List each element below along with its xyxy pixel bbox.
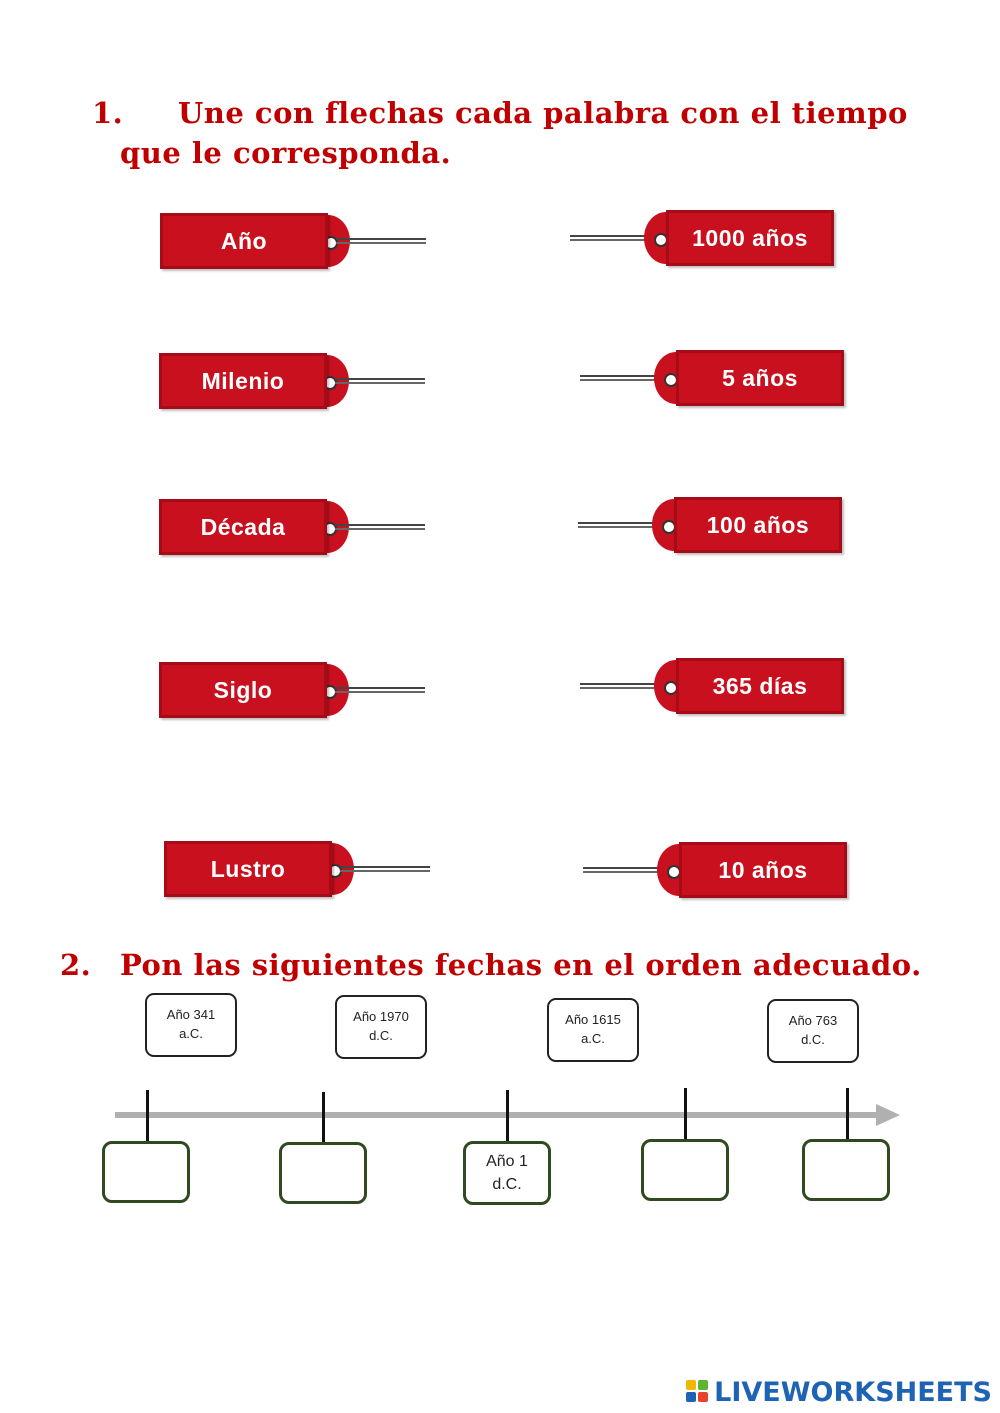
exercise-2-number: 2. — [60, 948, 92, 982]
tag-string — [335, 687, 425, 693]
timeline-tick — [846, 1088, 849, 1140]
date-card[interactable]: Año 1970 d.C. — [335, 995, 427, 1059]
word-tag-label: Año — [160, 213, 328, 269]
date-card-era: d.C. — [801, 1032, 825, 1047]
word-tag-label: Siglo — [159, 662, 327, 718]
date-card[interactable]: Año 341 a.C. — [145, 993, 237, 1057]
timeline-axis — [115, 1112, 880, 1118]
timeline-tick — [506, 1090, 509, 1142]
liveworksheets-logo: LIVEWORKSHEETS — [686, 1376, 992, 1408]
exercise-2-title: 2. Pon las siguientes fechas en el orden … — [60, 948, 922, 982]
exercise-1-title-line2: que le corresponda. — [120, 136, 452, 170]
timeline-tick — [146, 1090, 149, 1142]
date-card[interactable]: Año 763 d.C. — [767, 999, 859, 1063]
date-card-year: Año 1615 — [565, 1012, 621, 1028]
timeline-answer-box[interactable] — [802, 1139, 890, 1201]
timeline-answer-box[interactable] — [641, 1139, 729, 1201]
time-tag-label: 365 días — [676, 658, 844, 714]
timeline-answer-box[interactable] — [279, 1142, 367, 1204]
date-card-era: d.C. — [369, 1028, 393, 1043]
tag-string — [340, 866, 430, 872]
tag-string — [570, 235, 660, 241]
date-card[interactable]: Año 1615 a.C. — [547, 998, 639, 1062]
word-tag-label: Milenio — [159, 353, 327, 409]
time-tag-label: 5 años — [676, 350, 844, 406]
exercise-2-title-text: Pon las siguientes fechas en el orden ad… — [120, 948, 922, 982]
date-card-year: Año 341 — [166, 1007, 216, 1023]
tag-string — [580, 683, 670, 689]
logo-text: LIVEWORKSHEETS — [714, 1376, 992, 1408]
time-tag-label: 10 años — [679, 842, 847, 898]
date-card-era: a.C. — [581, 1031, 605, 1046]
time-tag-label: 1000 años — [666, 210, 834, 266]
word-tag-label: Década — [159, 499, 327, 555]
timeline-answer-box[interactable]: Año 1 d.C. — [463, 1141, 551, 1205]
exercise-1-title-line1: Une con flechas cada palabra con el tiem… — [178, 96, 908, 130]
exercise-1-number: 1. — [92, 96, 124, 130]
timeline-answer-box[interactable] — [102, 1141, 190, 1203]
time-tag-label: 100 años — [674, 497, 842, 553]
date-card-year: Año 763 — [788, 1013, 838, 1029]
word-tag-label: Lustro — [164, 841, 332, 897]
liveworksheets-logo-icon — [686, 1380, 710, 1404]
tag-string — [578, 522, 668, 528]
tag-string — [580, 375, 670, 381]
tag-string — [336, 238, 426, 244]
answer-box-year: Año 1 — [486, 1152, 528, 1170]
tag-string — [335, 378, 425, 384]
timeline-arrow-icon — [876, 1104, 900, 1126]
exercise-1-title: 1. Une con flechas cada palabra con el ti… — [92, 96, 908, 130]
tag-string — [583, 867, 673, 873]
timeline-tick — [684, 1088, 687, 1140]
date-card-year: Año 1970 — [353, 1009, 409, 1025]
timeline-tick — [322, 1092, 325, 1144]
answer-box-era: d.C. — [492, 1176, 522, 1193]
tag-string — [335, 524, 425, 530]
date-card-era: a.C. — [179, 1026, 203, 1041]
